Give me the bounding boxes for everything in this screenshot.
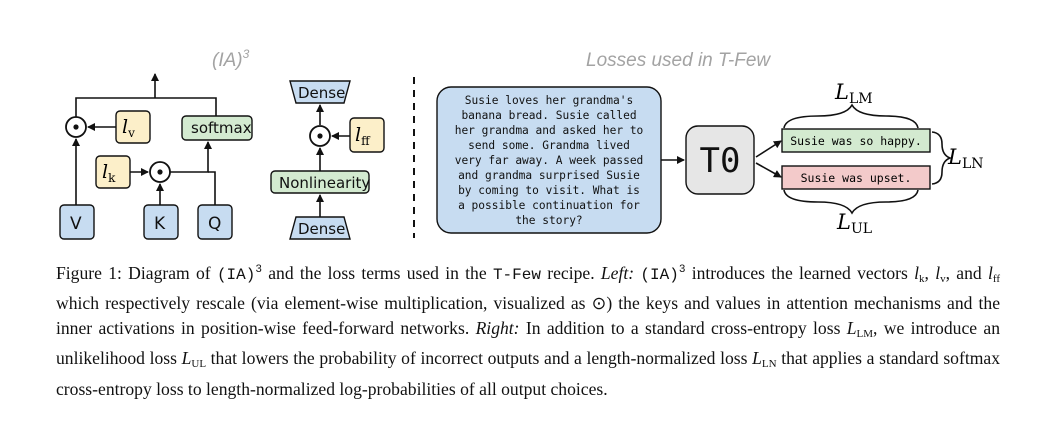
correct-output-box [781, 128, 931, 153]
incorrect-output-box [781, 165, 931, 190]
figure-diagram: (IA)3 Losses used in T-Few lv V softmax … [59, 47, 984, 240]
softmax-box [181, 115, 253, 141]
prompt-line: by coming to visit. What is [458, 184, 640, 197]
losses-title: Losses used in T-Few [586, 50, 771, 71]
prompt-line: banana bread. Susie called [461, 109, 636, 122]
v-label: V [70, 214, 82, 234]
prompt-line: send some. Grandma lived [468, 139, 630, 152]
attention-diagram: lv V softmax lk K Q [59, 73, 253, 240]
prompt-line: very far away. A week passed [455, 154, 644, 167]
t0-label: T0 [700, 141, 741, 181]
ia3-title: (IA)3 [212, 47, 250, 71]
k-label: K [154, 214, 166, 234]
correct-output-label: Susie was so happy. [790, 134, 922, 148]
ln-loss-label: LLN [947, 145, 984, 172]
prompt-line: her grandma and asked her to [455, 124, 644, 137]
nonlinearity-label: Nonlinearity [279, 174, 370, 192]
q-label: Q [208, 214, 221, 234]
k-box [143, 204, 179, 240]
t0-model-box [685, 125, 755, 195]
lff-label: lff [355, 124, 371, 148]
prompt-line: a possible continuation for [458, 199, 640, 212]
figure-caption: Figure 1: Diagram of (IA)3 and the loss … [56, 262, 1001, 399]
softmax-label: softmax [191, 119, 252, 137]
dense-bottom-box [289, 216, 351, 240]
prompt-line: and grandma surprised Susie [458, 169, 640, 182]
ffn-diagram: Dense lff Nonlinearity Dense [270, 80, 385, 240]
ul-loss-label: LUL [836, 210, 872, 237]
v-box [59, 204, 95, 240]
dense-bottom-label: Dense [298, 220, 345, 238]
dense-top-label: Dense [298, 84, 345, 102]
prompt-text: Susie loves her grandma's banana bread. … [455, 94, 644, 227]
losses-diagram: Susie loves her grandma's banana bread. … [436, 80, 984, 237]
lm-loss-label: LLM [834, 80, 873, 107]
lk-label: lk [102, 161, 116, 185]
prompt-line: the story? [515, 214, 582, 227]
prompt-line: Susie loves her grandma's [465, 94, 633, 107]
incorrect-output-label: Susie was upset. [801, 171, 912, 185]
lff-vector-box [349, 117, 385, 153]
dense-top-box [289, 80, 351, 104]
lv-label: lv [122, 116, 135, 140]
